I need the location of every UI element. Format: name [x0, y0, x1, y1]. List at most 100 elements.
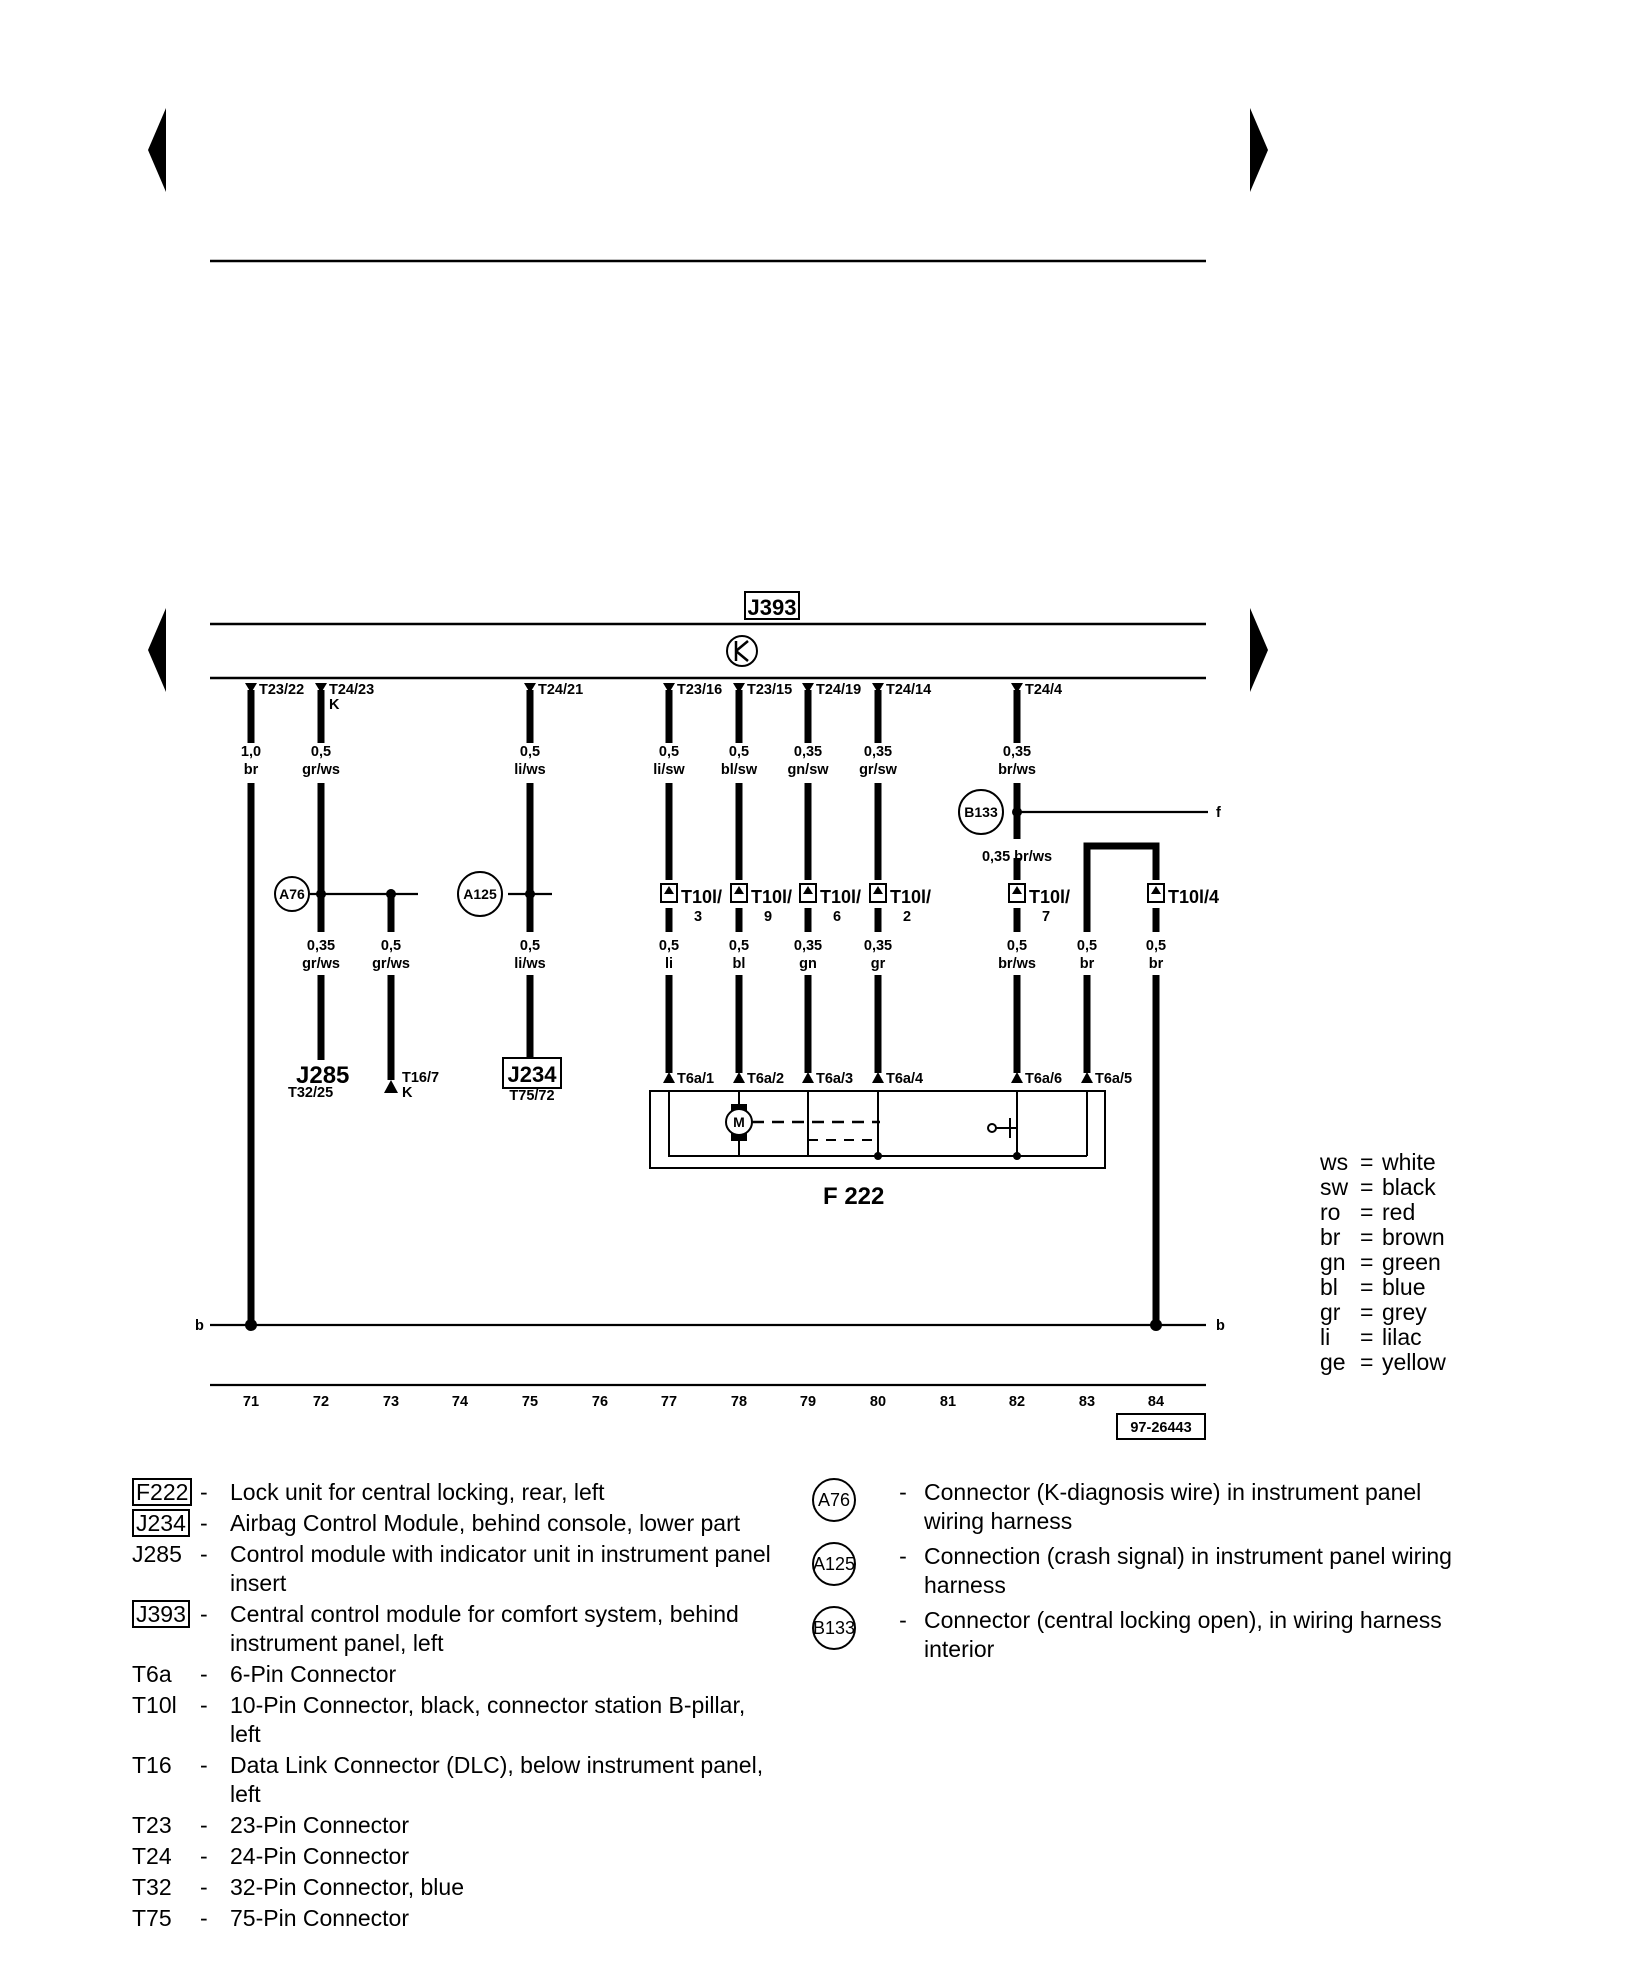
connector-a125: A125 [457, 871, 503, 917]
pin-label: T24/21 [538, 682, 583, 698]
t16-arrow [384, 1080, 398, 1093]
svg-text:B133: B133 [964, 804, 998, 820]
wire-size: 0,5 [1077, 938, 1097, 954]
t6a-labels: T6a/1 T6a/2 T6a/3 T6a/4 T6a/6 T6a/5 [677, 1071, 1132, 1087]
t10l-arrows [664, 886, 1161, 894]
svg-text:A76: A76 [279, 886, 305, 902]
lower-wire-labels: 0,35 gr/ws 0,5 gr/ws 0,5 li/ws 0,5 li 0,… [302, 938, 1166, 972]
pin-label: T24/14 [886, 682, 931, 698]
colour-key-row: br=brown [1320, 1224, 1445, 1250]
switch-icon [987, 1123, 997, 1133]
connector-b133: B133 [958, 789, 1004, 835]
t16-label: T16/7 [402, 1070, 439, 1086]
top-pin-labels: T23/22 T24/23 K T24/21 T23/16 T23/15 T24… [259, 682, 1062, 713]
track-number: 83 [1079, 1394, 1095, 1410]
track-number: 76 [592, 1394, 608, 1410]
lock-unit-f222: M [649, 1090, 1106, 1169]
ground-label-right: b [1216, 1318, 1225, 1334]
track-number: 72 [313, 1394, 329, 1410]
wires [247, 690, 1160, 1325]
legend-item: T75-75-Pin Connector [132, 1905, 409, 1931]
track-number: 73 [383, 1394, 399, 1410]
track-number: 71 [243, 1394, 259, 1410]
track-number: 77 [661, 1394, 677, 1410]
track-number: 84 [1148, 1394, 1164, 1410]
image-id-box [1116, 1413, 1206, 1440]
colour-key-row: bl=blue [1320, 1274, 1426, 1300]
pin-label: T23/22 [259, 682, 304, 698]
wire-color: br/ws [998, 762, 1036, 778]
pin-label: T23/15 [747, 682, 792, 698]
wire-color: br [244, 762, 259, 778]
j285-label: J285 [296, 1062, 349, 1089]
ground-label-left: b [195, 1318, 204, 1334]
t10l-label: T10l/ [681, 887, 722, 907]
colour-key-row: gr=grey [1320, 1299, 1427, 1325]
wire-color: gr/ws [302, 762, 340, 778]
wire-size: 0,5 [520, 744, 540, 760]
colour-key: ws=white sw=black ro=red br=brown gn=gre… [1320, 1150, 1446, 1375]
wire-size: 0,5 [381, 938, 401, 954]
wire-color: li/ws [514, 762, 545, 778]
legend-item: B133-Connector (central locking open), i… [812, 1606, 1442, 1662]
wire-size: 0,5 [1007, 938, 1027, 954]
legend-item: J234-Airbag Control Module, behind conso… [132, 1509, 772, 1538]
colour-key-row: ws=white [1320, 1149, 1436, 1175]
track-number: 79 [800, 1394, 816, 1410]
track-number: 74 [452, 1394, 468, 1410]
wire-color: br/ws [998, 956, 1036, 972]
legend-item: A76-Connector (K-diagnosis wire) in inst… [812, 1478, 1452, 1536]
wire-color: bl/sw [721, 762, 758, 778]
colour-key-row: li=lilac [1320, 1324, 1422, 1350]
t10l-sub: 7 [1042, 909, 1050, 925]
t6a-label: T6a/6 [1025, 1071, 1062, 1087]
t6a-label: T6a/5 [1095, 1071, 1132, 1087]
wire-color: li [665, 956, 673, 972]
pin-label: T24/4 [1025, 682, 1062, 698]
legend-right: A76-Connector (K-diagnosis wire) in inst… [812, 1478, 1452, 1670]
t10l-label: T10l/ [890, 887, 931, 907]
j234-pin: T75/72 [509, 1088, 554, 1104]
branch-f-label: f [1216, 805, 1221, 821]
wire-size: 0,35 [307, 938, 335, 954]
motor-icon [725, 1108, 753, 1136]
arrow-right-icon[interactable] [1250, 608, 1268, 692]
t10l-label: T10l/ [751, 887, 792, 907]
wire-size: 1,0 [241, 744, 261, 760]
t6a-label: T6a/3 [816, 1071, 853, 1087]
svg-text:A125: A125 [463, 886, 497, 902]
legend-item: A125-Connection (crash signal) in instru… [812, 1542, 1452, 1598]
wire-size: 0,5 [659, 744, 679, 760]
arrow-left-icon[interactable] [148, 608, 166, 692]
colour-key-row: sw=black [1320, 1174, 1436, 1200]
wire-color: li/sw [653, 762, 685, 778]
pin-label: T23/16 [677, 682, 722, 698]
track-number: 80 [870, 1394, 886, 1410]
t10l-sub: 9 [764, 909, 772, 925]
module-label: J393 [748, 595, 797, 620]
junction-dots [245, 807, 1162, 1331]
track-number: 82 [1009, 1394, 1025, 1410]
wire-size: 0,35 [1003, 744, 1031, 760]
j285-pin: T32/25 [288, 1085, 333, 1101]
wire-size: 0,5 [1146, 938, 1166, 954]
module-label-box [744, 591, 800, 620]
arrow-right-icon[interactable] [1250, 108, 1268, 192]
wire-color: br [1080, 956, 1095, 972]
wire-size: 0,35 [794, 744, 822, 760]
legend-item: T32-32-Pin Connector, blue [132, 1874, 464, 1900]
b133-wire-label: 0,35 br/ws [982, 849, 1052, 865]
track-number: 75 [522, 1394, 538, 1410]
legend-left: F222-Lock unit for central locking, rear… [132, 1478, 772, 1935]
wire-color: gn/sw [787, 762, 829, 778]
pin-label: T24/23 [329, 682, 374, 698]
track-numbers: 71 72 73 74 75 76 77 78 79 80 81 82 83 8… [243, 1394, 1164, 1410]
wire-size: 0,5 [659, 938, 679, 954]
wire-size: 0,35 [864, 938, 892, 954]
wire-color: gr/sw [859, 762, 898, 778]
pin-label: T24/19 [816, 682, 861, 698]
track-number: 78 [731, 1394, 747, 1410]
arrow-left-icon[interactable] [148, 108, 166, 192]
legend-item: T24-24-Pin Connector [132, 1843, 409, 1869]
legend-item: J285-Control module with indicator unit … [132, 1541, 771, 1596]
